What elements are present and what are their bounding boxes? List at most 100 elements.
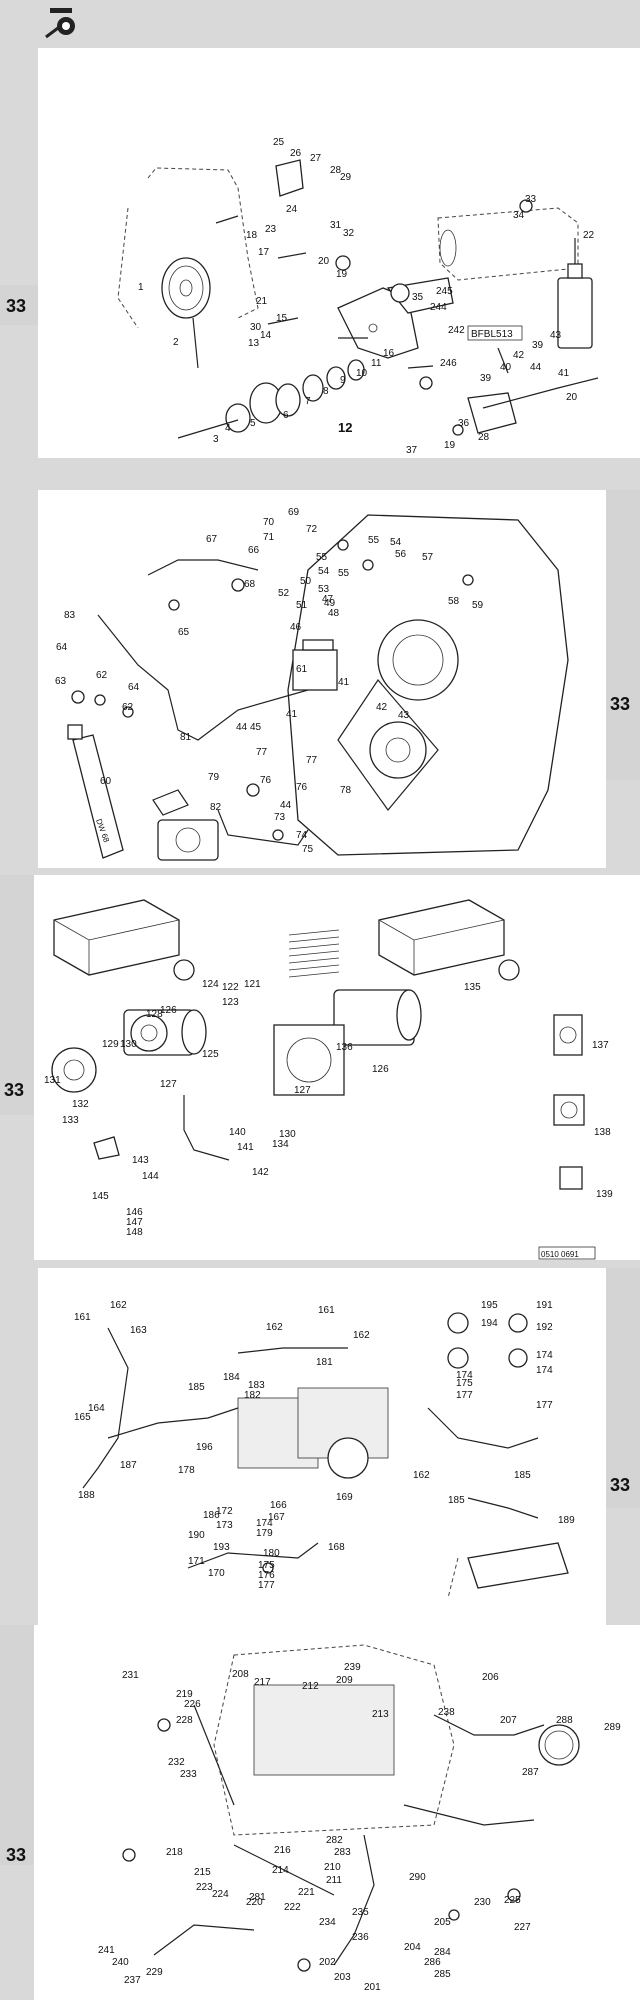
svg-text:177: 177: [456, 1390, 473, 1401]
svg-text:245: 245: [436, 286, 453, 297]
svg-text:206: 206: [482, 1672, 499, 1683]
svg-text:31: 31: [330, 220, 342, 231]
svg-text:162: 162: [353, 1330, 370, 1341]
svg-text:15: 15: [276, 313, 288, 324]
svg-text:134: 134: [272, 1139, 289, 1150]
svg-text:19: 19: [336, 269, 348, 280]
svg-text:209: 209: [336, 1675, 353, 1686]
svg-text:164: 164: [88, 1403, 105, 1414]
svg-text:139: 139: [596, 1189, 613, 1200]
svg-text:239: 239: [344, 1662, 361, 1673]
svg-text:202: 202: [319, 1957, 336, 1968]
svg-text:33: 33: [525, 194, 537, 205]
svg-text:234: 234: [319, 1917, 336, 1928]
svg-text:18: 18: [246, 230, 258, 241]
svg-text:3: 3: [213, 434, 219, 445]
ref-box-text: BFBL513: [471, 329, 513, 340]
svg-text:224: 224: [212, 1889, 229, 1900]
svg-text:218: 218: [166, 1847, 183, 1858]
svg-text:56: 56: [395, 549, 407, 560]
svg-text:78: 78: [340, 785, 352, 796]
svg-text:240: 240: [112, 1957, 129, 1968]
svg-text:147: 147: [126, 1217, 143, 1228]
svg-text:75: 75: [302, 844, 314, 855]
svg-text:77: 77: [306, 755, 318, 766]
svg-text:194: 194: [481, 1318, 498, 1329]
svg-text:233: 233: [180, 1769, 197, 1780]
svg-text:64: 64: [56, 642, 68, 653]
svg-text:148: 148: [126, 1227, 143, 1238]
svg-text:283: 283: [334, 1847, 351, 1858]
svg-text:81: 81: [180, 732, 192, 743]
svg-text:168: 168: [328, 1542, 345, 1553]
svg-text:162: 162: [266, 1322, 283, 1333]
svg-text:58: 58: [448, 596, 460, 607]
svg-text:162: 162: [110, 1300, 127, 1311]
svg-text:242: 242: [448, 325, 465, 336]
section-number-5: 33: [6, 1845, 27, 1865]
ref-box-text-2: 0510 0691: [541, 1250, 579, 1259]
svg-text:177: 177: [258, 1580, 275, 1591]
svg-text:138: 138: [594, 1127, 611, 1138]
section-tab-4: [606, 1268, 640, 1508]
svg-text:190: 190: [188, 1530, 205, 1541]
svg-text:44: 44: [236, 722, 248, 733]
svg-text:126: 126: [160, 1005, 177, 1016]
svg-text:70: 70: [263, 517, 275, 528]
svg-text:69: 69: [288, 507, 300, 518]
svg-text:11: 11: [371, 358, 382, 369]
svg-text:30: 30: [250, 322, 262, 333]
svg-text:215: 215: [194, 1867, 211, 1878]
svg-text:189: 189: [558, 1515, 575, 1526]
svg-text:286: 286: [424, 1957, 441, 1968]
svg-text:66: 66: [248, 545, 260, 556]
svg-text:136: 136: [336, 1042, 353, 1053]
svg-text:125: 125: [202, 1049, 219, 1060]
svg-text:12: 12: [338, 420, 352, 435]
svg-text:133: 133: [62, 1115, 79, 1126]
svg-text:244: 244: [430, 302, 447, 313]
svg-text:145: 145: [92, 1191, 109, 1202]
svg-text:192: 192: [536, 1322, 553, 1333]
svg-text:45: 45: [250, 722, 262, 733]
svg-text:49: 49: [324, 598, 336, 609]
svg-text:28: 28: [478, 432, 490, 443]
svg-text:71: 71: [263, 532, 275, 543]
svg-text:165: 165: [74, 1412, 91, 1423]
svg-text:171: 171: [188, 1556, 205, 1567]
svg-text:187: 187: [120, 1460, 137, 1471]
svg-text:163: 163: [130, 1325, 147, 1336]
svg-text:140: 140: [229, 1127, 246, 1138]
svg-text:128: 128: [146, 1009, 163, 1020]
svg-text:74: 74: [296, 830, 308, 841]
svg-text:8: 8: [323, 386, 329, 397]
svg-text:51: 51: [296, 600, 308, 611]
section-number-2: 33: [610, 694, 631, 714]
svg-text:7: 7: [305, 396, 311, 407]
svg-text:22: 22: [583, 230, 595, 241]
svg-text:175: 175: [456, 1378, 473, 1389]
svg-text:217: 217: [254, 1677, 271, 1688]
svg-text:129: 129: [102, 1039, 119, 1050]
svg-text:46: 46: [290, 622, 302, 633]
svg-text:44: 44: [530, 362, 542, 373]
svg-text:211: 211: [326, 1875, 342, 1886]
svg-text:191: 191: [536, 1300, 553, 1311]
svg-text:39: 39: [480, 373, 492, 384]
svg-text:210: 210: [324, 1862, 341, 1873]
section-tab-3: [0, 875, 34, 1115]
svg-text:161: 161: [74, 1312, 91, 1323]
svg-text:288: 288: [556, 1715, 573, 1726]
svg-text:34: 34: [513, 210, 525, 221]
section-tab-2: [606, 490, 640, 780]
svg-text:35: 35: [412, 292, 424, 303]
svg-text:188: 188: [78, 1490, 95, 1501]
svg-text:82: 82: [210, 802, 222, 813]
svg-text:144: 144: [142, 1171, 159, 1182]
svg-text:1: 1: [138, 282, 144, 293]
svg-text:124: 124: [202, 979, 219, 990]
svg-text:284: 284: [434, 1947, 451, 1958]
